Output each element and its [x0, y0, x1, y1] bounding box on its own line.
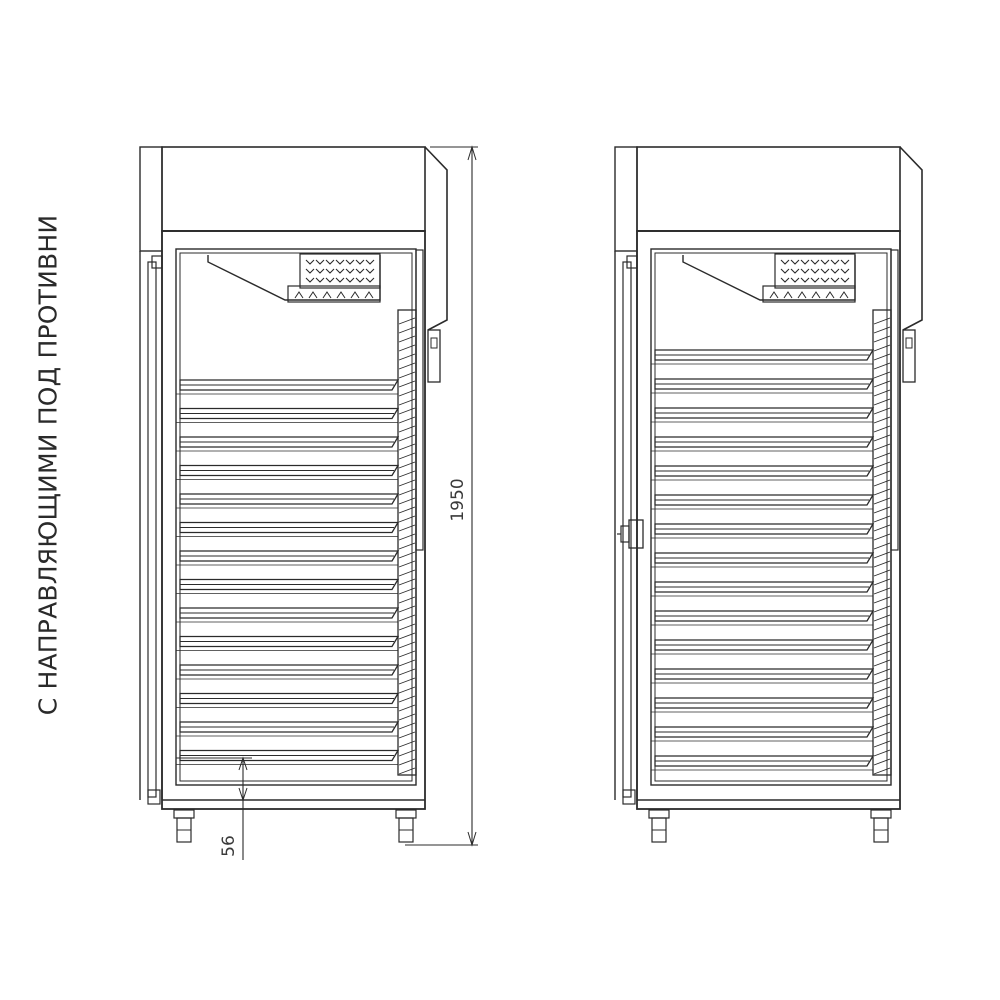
fan-fins — [811, 291, 821, 299]
tray — [179, 407, 400, 420]
fan-fins — [322, 291, 332, 299]
control-indicator — [430, 337, 438, 349]
tray-rack — [872, 309, 892, 776]
height-dimension-label: 1950 — [448, 478, 468, 522]
tray — [179, 692, 400, 705]
fan-fins — [825, 291, 835, 299]
right-cabinet-view — [614, 146, 923, 843]
fan-fins — [364, 291, 374, 299]
tray — [179, 436, 400, 448]
fan-fins — [769, 291, 779, 299]
tray — [179, 749, 400, 762]
inner-chamber-lining — [179, 252, 413, 782]
rack-hatch — [873, 317, 891, 775]
tray — [654, 726, 875, 738]
tray — [654, 465, 875, 477]
heater-coil — [780, 259, 850, 265]
fan-fins — [839, 291, 849, 299]
hinge-column-top — [139, 146, 163, 252]
tray — [654, 755, 875, 767]
door-lock — [620, 525, 630, 543]
height-arrow-top — [467, 145, 477, 161]
heater-coil — [305, 268, 375, 274]
control-indicator — [905, 337, 913, 349]
gap-arrow-top — [238, 756, 248, 771]
heater-coil — [305, 259, 375, 265]
heater-coil — [305, 277, 375, 283]
tray — [654, 349, 875, 361]
caster-mount — [173, 809, 195, 819]
tray — [179, 721, 400, 733]
tray — [179, 521, 400, 534]
top-hinge-pin — [151, 255, 163, 269]
tray — [654, 494, 875, 506]
cabinet-body — [161, 230, 426, 810]
tray — [179, 607, 400, 619]
tray — [179, 664, 400, 676]
tray — [179, 635, 400, 648]
vertical-caption: С НАПРАВЛЯЮЩИМИ ПОД ПРОТИВНИ — [33, 214, 63, 716]
fan-fins — [783, 291, 793, 299]
tray — [179, 493, 400, 505]
height-arrow-bottom — [467, 831, 477, 847]
heater-box — [774, 253, 856, 289]
tray — [654, 581, 875, 593]
tray — [654, 378, 875, 390]
fan-bracket — [287, 285, 381, 303]
heater-coil — [780, 277, 850, 283]
tray — [654, 639, 875, 651]
tray — [654, 436, 875, 448]
caster-mount — [395, 809, 417, 819]
left-cabinet-view — [139, 146, 448, 843]
caster-mount — [870, 809, 892, 819]
tray — [179, 379, 400, 391]
tray — [654, 668, 875, 680]
tray — [654, 552, 875, 564]
tray — [654, 523, 875, 535]
gap-arrow-bottom — [238, 787, 248, 802]
control-panel — [427, 329, 441, 383]
heater-coil — [780, 268, 850, 274]
tray-rack — [397, 309, 417, 776]
top-housing-slope — [424, 146, 448, 331]
top-housing — [161, 146, 426, 232]
inner-chamber — [650, 248, 892, 786]
bottom-hinge — [622, 789, 636, 805]
heater-box — [299, 253, 381, 289]
fan-fins — [797, 291, 807, 299]
fan-fins — [294, 291, 304, 299]
control-panel — [902, 329, 916, 383]
inner-chamber — [175, 248, 417, 786]
caster-mount — [648, 809, 670, 819]
tray — [179, 464, 400, 477]
door-seal-left — [622, 261, 632, 798]
tray — [654, 697, 875, 709]
door-seal-left — [147, 261, 157, 798]
right-seal — [415, 249, 424, 551]
fan-bracket — [762, 285, 856, 303]
top-housing — [636, 146, 901, 232]
left-frame — [139, 251, 163, 800]
bottom-hinge — [147, 789, 161, 805]
rack-hatch — [398, 317, 416, 775]
cabinet-body — [636, 230, 901, 810]
fan-fins — [350, 291, 360, 299]
tray-gap-dimension-label: 56 — [219, 835, 239, 857]
fan-fins — [336, 291, 346, 299]
tray — [654, 407, 875, 419]
tray — [179, 550, 400, 562]
tray — [179, 578, 400, 591]
right-seal — [890, 249, 899, 551]
fan-fins — [308, 291, 318, 299]
hinge-column-top — [614, 146, 638, 252]
inner-chamber-lining — [654, 252, 888, 782]
top-hinge-pin — [626, 255, 638, 269]
top-housing-slope — [899, 146, 923, 331]
dimension-lines — [176, 145, 478, 860]
tray — [654, 610, 875, 622]
